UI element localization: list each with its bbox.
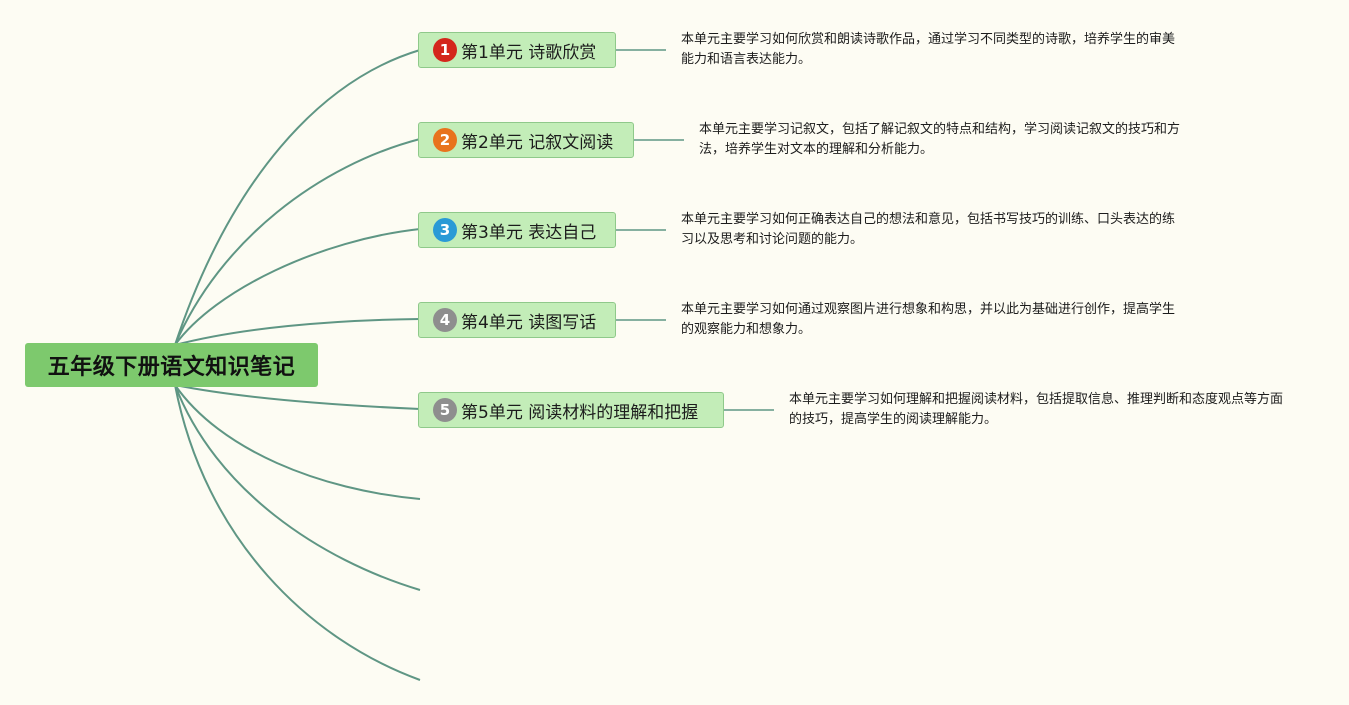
topic-unit-2[interactable]: 2 第2单元 记叙文阅读 (418, 122, 634, 158)
root-topic-label: 五年级下册语文知识笔记 (47, 355, 296, 380)
branch-line-6 (174, 384, 421, 500)
number-badge-1-icon: 1 (433, 38, 457, 62)
branch-line-7 (174, 384, 421, 591)
note-unit-3: 本单元主要学习如何正确表达自己的想法和意见，包括书写技巧的训练、口头表达的练习以… (681, 212, 1176, 247)
topic-unit-4[interactable]: 4 第4单元 读图写话 (418, 302, 616, 338)
branch-line-5 (174, 384, 421, 410)
branch-line-8 (174, 384, 421, 681)
topic-unit-1[interactable]: 1 第1单元 诗歌欣赏 (418, 32, 616, 68)
topic-unit-3[interactable]: 3 第3单元 表达自己 (418, 212, 616, 248)
root-topic[interactable]: 五年级下册语文知识笔记 (25, 343, 318, 387)
topic-unit-5-label: 第5单元 阅读材料的理解和把握 (461, 402, 699, 423)
branch-line-3 (174, 228, 421, 346)
number-badge-3-icon: 3 (433, 218, 457, 242)
number-badge-4-icon: 4 (433, 308, 457, 332)
branch-line-4 (174, 318, 421, 346)
number-badge-5-icon: 5 (433, 398, 457, 422)
topic-unit-4-label: 第4单元 读图写话 (461, 312, 597, 333)
topic-unit-1-label: 第1单元 诗歌欣赏 (461, 42, 597, 63)
note-unit-1: 本单元主要学习如何欣赏和朗读诗歌作品，通过学习不同类型的诗歌，培养学生的审美能力… (681, 32, 1176, 67)
note-unit-5: 本单元主要学习如何理解和把握阅读材料，包括提取信息、推理判断和态度观点等方面的技… (789, 392, 1284, 427)
topic-unit-2-label: 第2单元 记叙文阅读 (461, 132, 614, 153)
number-badge-2-icon: 2 (433, 128, 457, 152)
topic-unit-5[interactable]: 5 第5单元 阅读材料的理解和把握 (418, 392, 724, 428)
note-unit-2: 本单元主要学习记叙文，包括了解记叙文的特点和结构，学习阅读记叙文的技巧和方法，培… (699, 122, 1181, 157)
topic-unit-3-label: 第3单元 表达自己 (461, 222, 597, 243)
note-unit-4: 本单元主要学习如何通过观察图片进行想象和构思，并以此为基础进行创作，提高学生的观… (681, 302, 1176, 337)
branch-line-1 (174, 49, 421, 346)
branch-line-2 (174, 138, 421, 346)
